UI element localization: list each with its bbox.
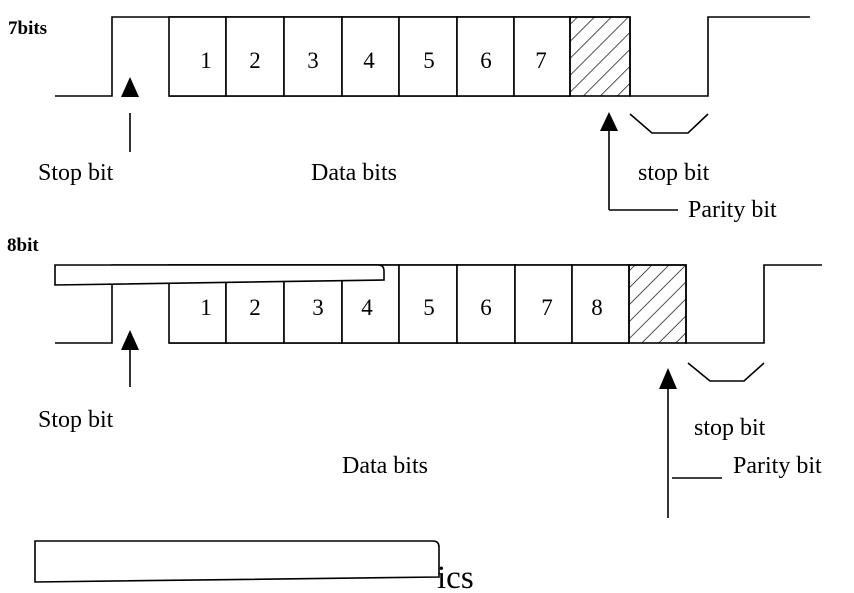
bit-number: 1 xyxy=(200,48,212,73)
stop-bit-bracket xyxy=(629,113,709,134)
bit-number: 6 xyxy=(480,48,492,73)
data-bit-numbers: 1 2 3 4 5 6 7 xyxy=(200,48,547,73)
caption-fragment: ics xyxy=(437,560,474,593)
parity-bit-label: Parity bit xyxy=(688,197,777,223)
data-bit-cell xyxy=(398,264,458,344)
bit-number: 2 xyxy=(249,295,261,320)
data-bit-cell xyxy=(514,264,573,344)
parity-bit-arrow xyxy=(600,112,678,211)
stop-bit-label: stop bit xyxy=(638,160,710,186)
parity-bit-cell xyxy=(628,264,687,344)
data-bit-cells xyxy=(168,16,571,97)
start-bit-arrow xyxy=(121,77,139,152)
bit-number: 3 xyxy=(307,48,319,73)
diagram-8bit: 8bit 1 2 3 4 5 6 7 8 xyxy=(7,235,822,518)
diagram-title: 7bits xyxy=(8,18,47,39)
start-bit-arrow xyxy=(121,330,139,387)
start-bit-label: Stop bit xyxy=(38,160,114,186)
diagram-7bits: 7bits 1 2 3 4 5 6 7 xyxy=(8,16,810,223)
bit-number: 4 xyxy=(361,295,373,320)
bit-number: 5 xyxy=(423,295,435,320)
data-bit-cell xyxy=(283,16,343,97)
data-bit-cell xyxy=(168,16,227,97)
footer-caption: ics xyxy=(34,540,474,593)
bit-number: 4 xyxy=(363,48,375,73)
bit-number: 8 xyxy=(591,295,603,320)
diagram-title: 8bit xyxy=(7,235,39,256)
overlay-box xyxy=(34,540,440,583)
data-bit-cell xyxy=(456,16,515,97)
data-bit-numbers: 1 2 3 4 5 6 7 8 xyxy=(200,295,603,320)
bit-number: 7 xyxy=(541,295,553,320)
data-bit-cell xyxy=(456,264,516,344)
data-bit-cell xyxy=(571,264,630,344)
data-bits-label: Data bits xyxy=(342,453,428,479)
parity-bit-label: Parity bit xyxy=(733,453,822,479)
stop-bit-bracket xyxy=(687,362,765,382)
bit-number: 3 xyxy=(312,295,324,320)
parity-bit-cell xyxy=(569,16,631,97)
parity-bit-arrow xyxy=(659,368,722,518)
bit-number: 6 xyxy=(480,295,492,320)
overlay-box xyxy=(54,264,385,286)
start-bit-label: Stop bit xyxy=(38,407,114,433)
data-bit-cell xyxy=(225,16,285,97)
stop-bit-label: stop bit xyxy=(694,415,766,441)
bit-number: 7 xyxy=(535,48,547,73)
data-bit-cell xyxy=(513,16,571,97)
bit-number: 1 xyxy=(200,295,212,320)
data-bits-label: Data bits xyxy=(311,160,397,186)
bit-number: 5 xyxy=(423,48,435,73)
bit-number: 2 xyxy=(249,48,261,73)
data-bit-cell xyxy=(341,16,400,97)
